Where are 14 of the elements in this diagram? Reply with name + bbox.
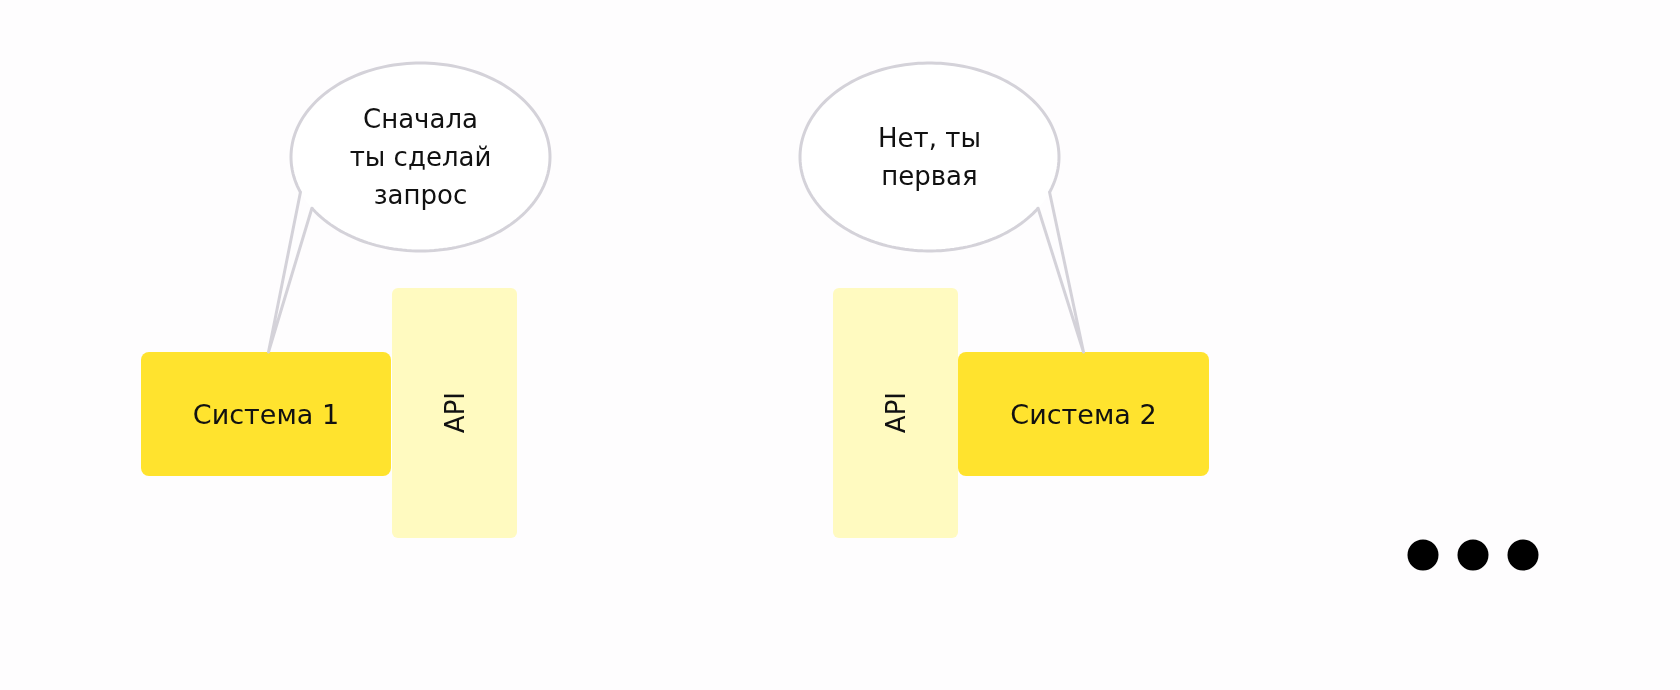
bubble-tail [1036, 190, 1085, 354]
api-label: API [880, 392, 911, 434]
bubble-text: Сначала ты сделай запрос [348, 103, 493, 212]
system-label: Система 1 [192, 398, 340, 430]
api-panel [392, 288, 517, 538]
system-label: Система 2 [1010, 398, 1157, 430]
system-box [958, 352, 1209, 476]
api-label: API [439, 392, 470, 434]
bubble-tail [267, 190, 314, 354]
speech-bubble [798, 61, 1061, 253]
api-panel [833, 288, 958, 538]
speech-bubble [289, 61, 552, 253]
bubble-text: Нет, ты первая [877, 122, 982, 193]
system-box [141, 352, 391, 476]
